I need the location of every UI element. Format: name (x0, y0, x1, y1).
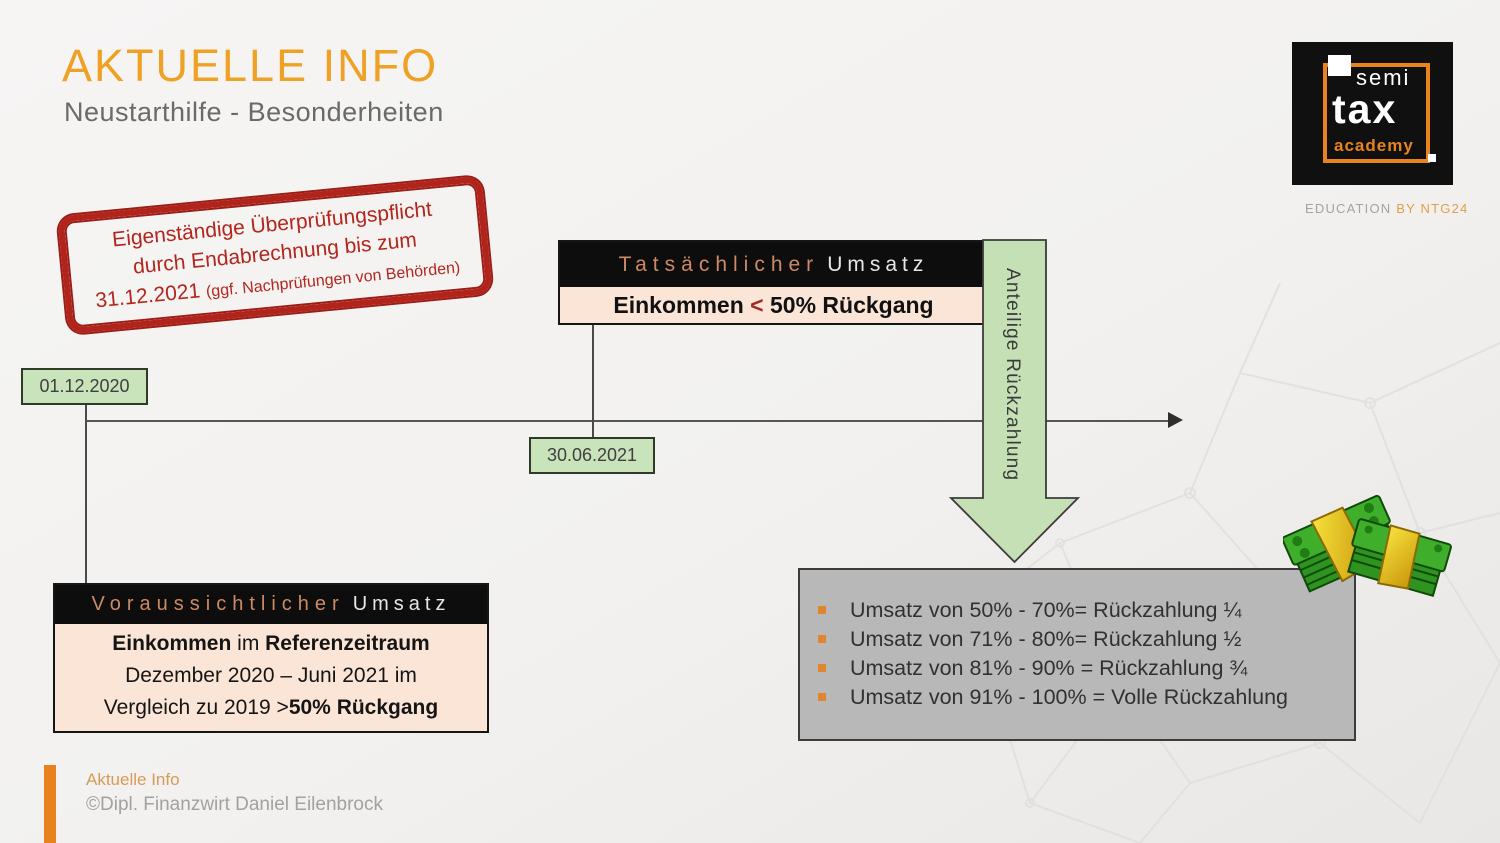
expected-l1-mid: im (231, 632, 266, 655)
repayment-tiers-panel: Umsatz von 50% - 70%= Rückzahlung ¼ Umsa… (798, 568, 1356, 741)
expected-revenue-header: Voraussichtlicher Umsatz (55, 585, 487, 624)
timeline-line (85, 420, 1172, 422)
logo-dot-icon (1428, 154, 1436, 162)
repayment-tier-item: Umsatz von 81% - 90% = Rückzahlung ¾ (800, 654, 1354, 683)
expected-l1-bold-a: Einkommen (112, 632, 232, 655)
expected-l1-bold-b: Referenzeitraum (265, 632, 430, 655)
repayment-tier-item: Umsatz von 71% - 80%= Rückzahlung ½ (800, 625, 1354, 654)
timeline-arrowhead-icon (1168, 412, 1183, 428)
connector-start-date (85, 405, 87, 585)
logo-word-semi: semi (1356, 65, 1411, 90)
logo-word-tax: tax (1332, 86, 1398, 132)
expected-header-rest: Umsatz (352, 593, 451, 615)
connector-end-date (592, 322, 594, 438)
actual-revenue-box: Tatsächlicher Umsatz Einkommen < 50% Rück… (558, 240, 989, 325)
timeline-start-date-box: 01.12.2020 (21, 368, 148, 405)
tagline-brand: BY NTG24 (1396, 201, 1469, 216)
actual-body-bold: Einkommen (613, 292, 751, 318)
review-obligation-stamp: Eigenständige Überprüfungspflicht durch … (57, 175, 493, 335)
end-date-label: 30.06.2021 (546, 445, 638, 465)
footer-accent-bar (44, 765, 56, 843)
repayment-tier-item: Umsatz von 50% - 70%= Rückzahlung ¼ (800, 596, 1354, 625)
expected-line-1: Einkommen im Referenzeitraum (57, 628, 485, 660)
logo-frame-decoration (1323, 63, 1430, 163)
actual-revenue-header: Tatsächlicher Umsatz (560, 242, 987, 287)
semitax-academy-logo: semi tax academy (1292, 42, 1453, 185)
repayment-tier-item: Umsatz von 91% - 100% = Volle Rückzahlun… (800, 683, 1354, 712)
repayment-tier-list: Umsatz von 50% - 70%= Rückzahlung ¼ Umsa… (800, 596, 1354, 712)
timeline-end-date-box: 30.06.2021 (529, 437, 655, 474)
expected-revenue-box: Voraussichtlicher Umsatz Einkommen im Ref… (53, 583, 489, 733)
bullet-square-icon (818, 664, 826, 672)
actual-revenue-body: Einkommen < 50% Rückgang (560, 287, 987, 323)
footer-series-title: Aktuelle Info (86, 770, 180, 789)
tagline-prefix: EDUCATION (1305, 201, 1397, 216)
expected-revenue-body: Einkommen im Referenzeitraum Dezember 20… (55, 624, 487, 731)
logo-word-academy: academy (1334, 136, 1414, 155)
page-title: AKTUELLE INFO (62, 40, 439, 91)
partial-repayment-arrow-label: Anteilige Rückzahlung (1002, 268, 1023, 482)
start-date-label: 01.12.2020 (39, 376, 130, 396)
page-subtitle: Neustarthilfe - Besonderheiten (64, 97, 444, 127)
actual-header-accent: Tatsächlicher (618, 253, 820, 276)
actual-header-rest: Umsatz (827, 253, 929, 276)
logo-square-icon (1328, 55, 1351, 76)
logo-tagline: EDUCATION BY NTG24 (1305, 201, 1468, 216)
bullet-square-icon (818, 693, 826, 701)
expected-l3-pre: Vergleich zu 2019 > (103, 696, 289, 719)
repayment-tier-text: Umsatz von 91% - 100% = Volle Rückzahlun… (850, 685, 1288, 709)
repayment-tier-text: Umsatz von 71% - 80%= Rückzahlung ½ (850, 627, 1242, 651)
expected-line-2: Dezember 2020 – Juni 2021 im (125, 664, 417, 687)
repayment-tier-text: Umsatz von 50% - 70%= Rückzahlung ¼ (850, 598, 1242, 622)
expected-l3-bold: 50% Rückgang (288, 696, 439, 719)
expected-line-3: Vergleich zu 2019 >50% Rückgang (57, 692, 485, 724)
stamp-deadline-date: 31.12.2021 (94, 278, 207, 313)
partial-repayment-arrow (948, 239, 1081, 564)
bullet-square-icon (818, 635, 826, 643)
repayment-tier-text: Umsatz von 81% - 90% = Rückzahlung ¾ (850, 656, 1248, 680)
footer-copyright: ©Dipl. Finanzwirt Daniel Eilenbrock (86, 794, 383, 815)
bullet-square-icon (818, 606, 826, 614)
money-stack-illustration (1283, 494, 1452, 598)
less-than-operator: < (750, 292, 764, 318)
actual-body-rest: 50% Rückgang (763, 292, 934, 318)
background-mesh-decoration (940, 283, 1500, 843)
expected-header-accent: Voraussichtlicher (91, 593, 345, 615)
